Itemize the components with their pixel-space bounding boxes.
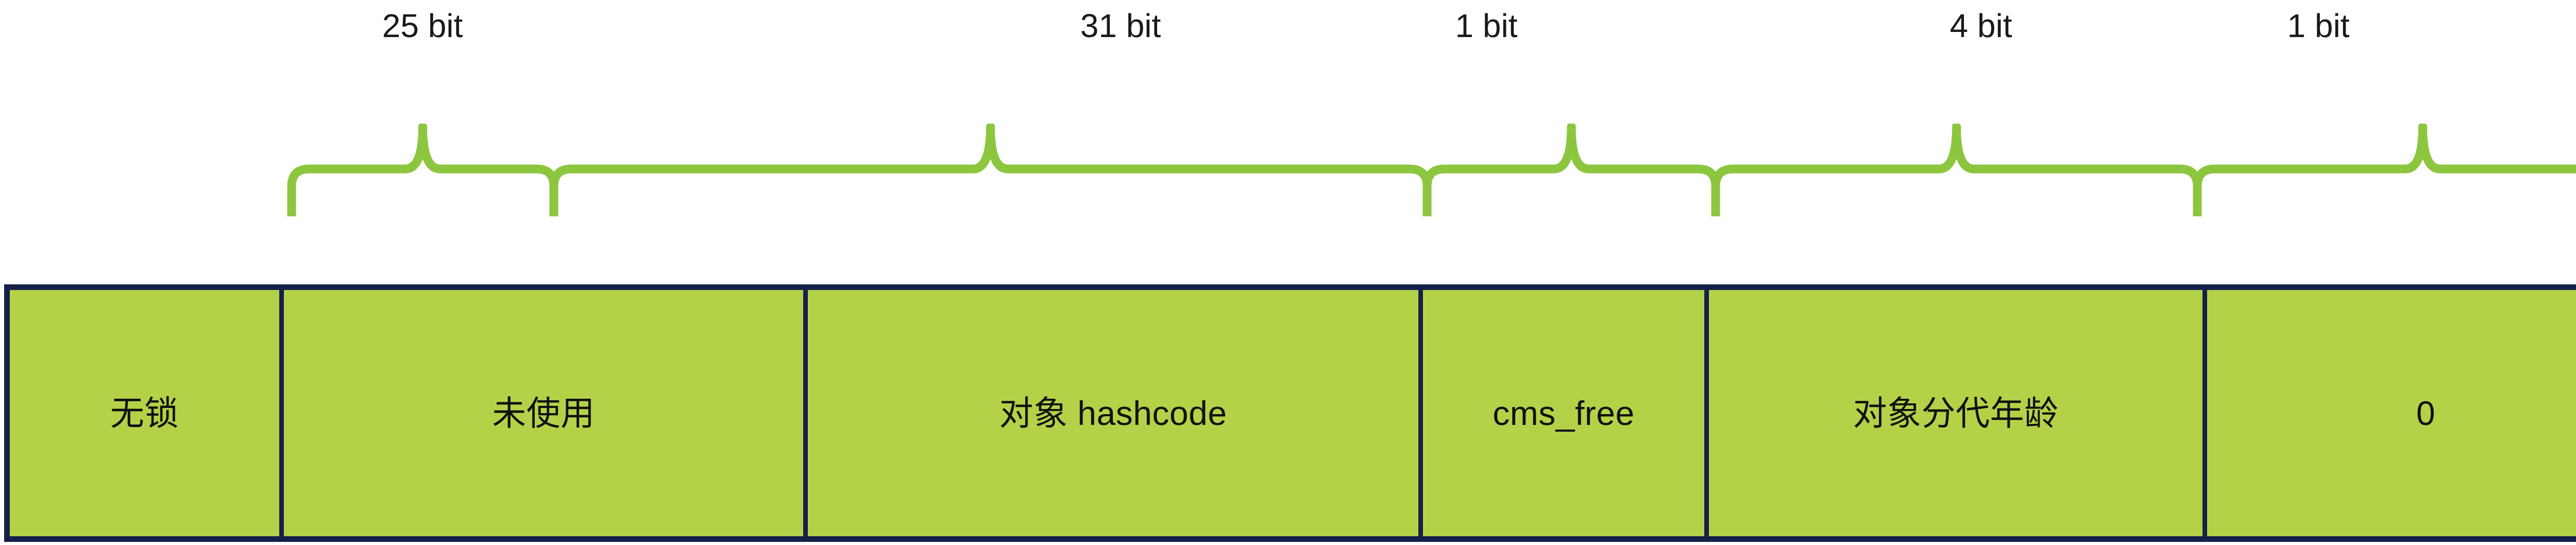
markword-cell: cms_free <box>1423 290 1709 536</box>
bit-range-brace <box>1422 124 1720 216</box>
markword-cell: 无锁 <box>10 290 284 536</box>
markword-cell: 0 <box>2207 290 2576 536</box>
markword-cell-label: 无锁 <box>110 394 179 432</box>
bit-width-label: 1 bit <box>1455 7 1518 44</box>
markword-cell: 对象分代年龄 <box>1709 290 2207 536</box>
bit-width-label: 25 bit <box>382 7 463 44</box>
brace-band <box>287 124 2576 216</box>
markword-cell-label: 对象分代年龄 <box>1853 394 2059 432</box>
markword-cell: 对象 hashcode <box>808 290 1423 536</box>
bit-width-label: 31 bit <box>1080 7 1161 44</box>
bit-range-brace <box>549 124 1432 216</box>
markword-cell-label: cms_free <box>1493 394 1635 432</box>
markword-cell-label: 未使用 <box>492 394 595 432</box>
markword-cell-label: 对象 hashcode <box>999 394 1227 432</box>
markword-cell: 未使用 <box>284 290 808 536</box>
bit-width-label: 4 bit <box>1950 7 2012 44</box>
markword-cell-label: 0 <box>2416 394 2436 432</box>
bit-range-brace <box>1711 124 2202 216</box>
bit-width-label: 1 bit <box>2287 7 2350 44</box>
bit-range-brace <box>2193 124 2576 216</box>
bit-range-brace <box>287 124 558 216</box>
